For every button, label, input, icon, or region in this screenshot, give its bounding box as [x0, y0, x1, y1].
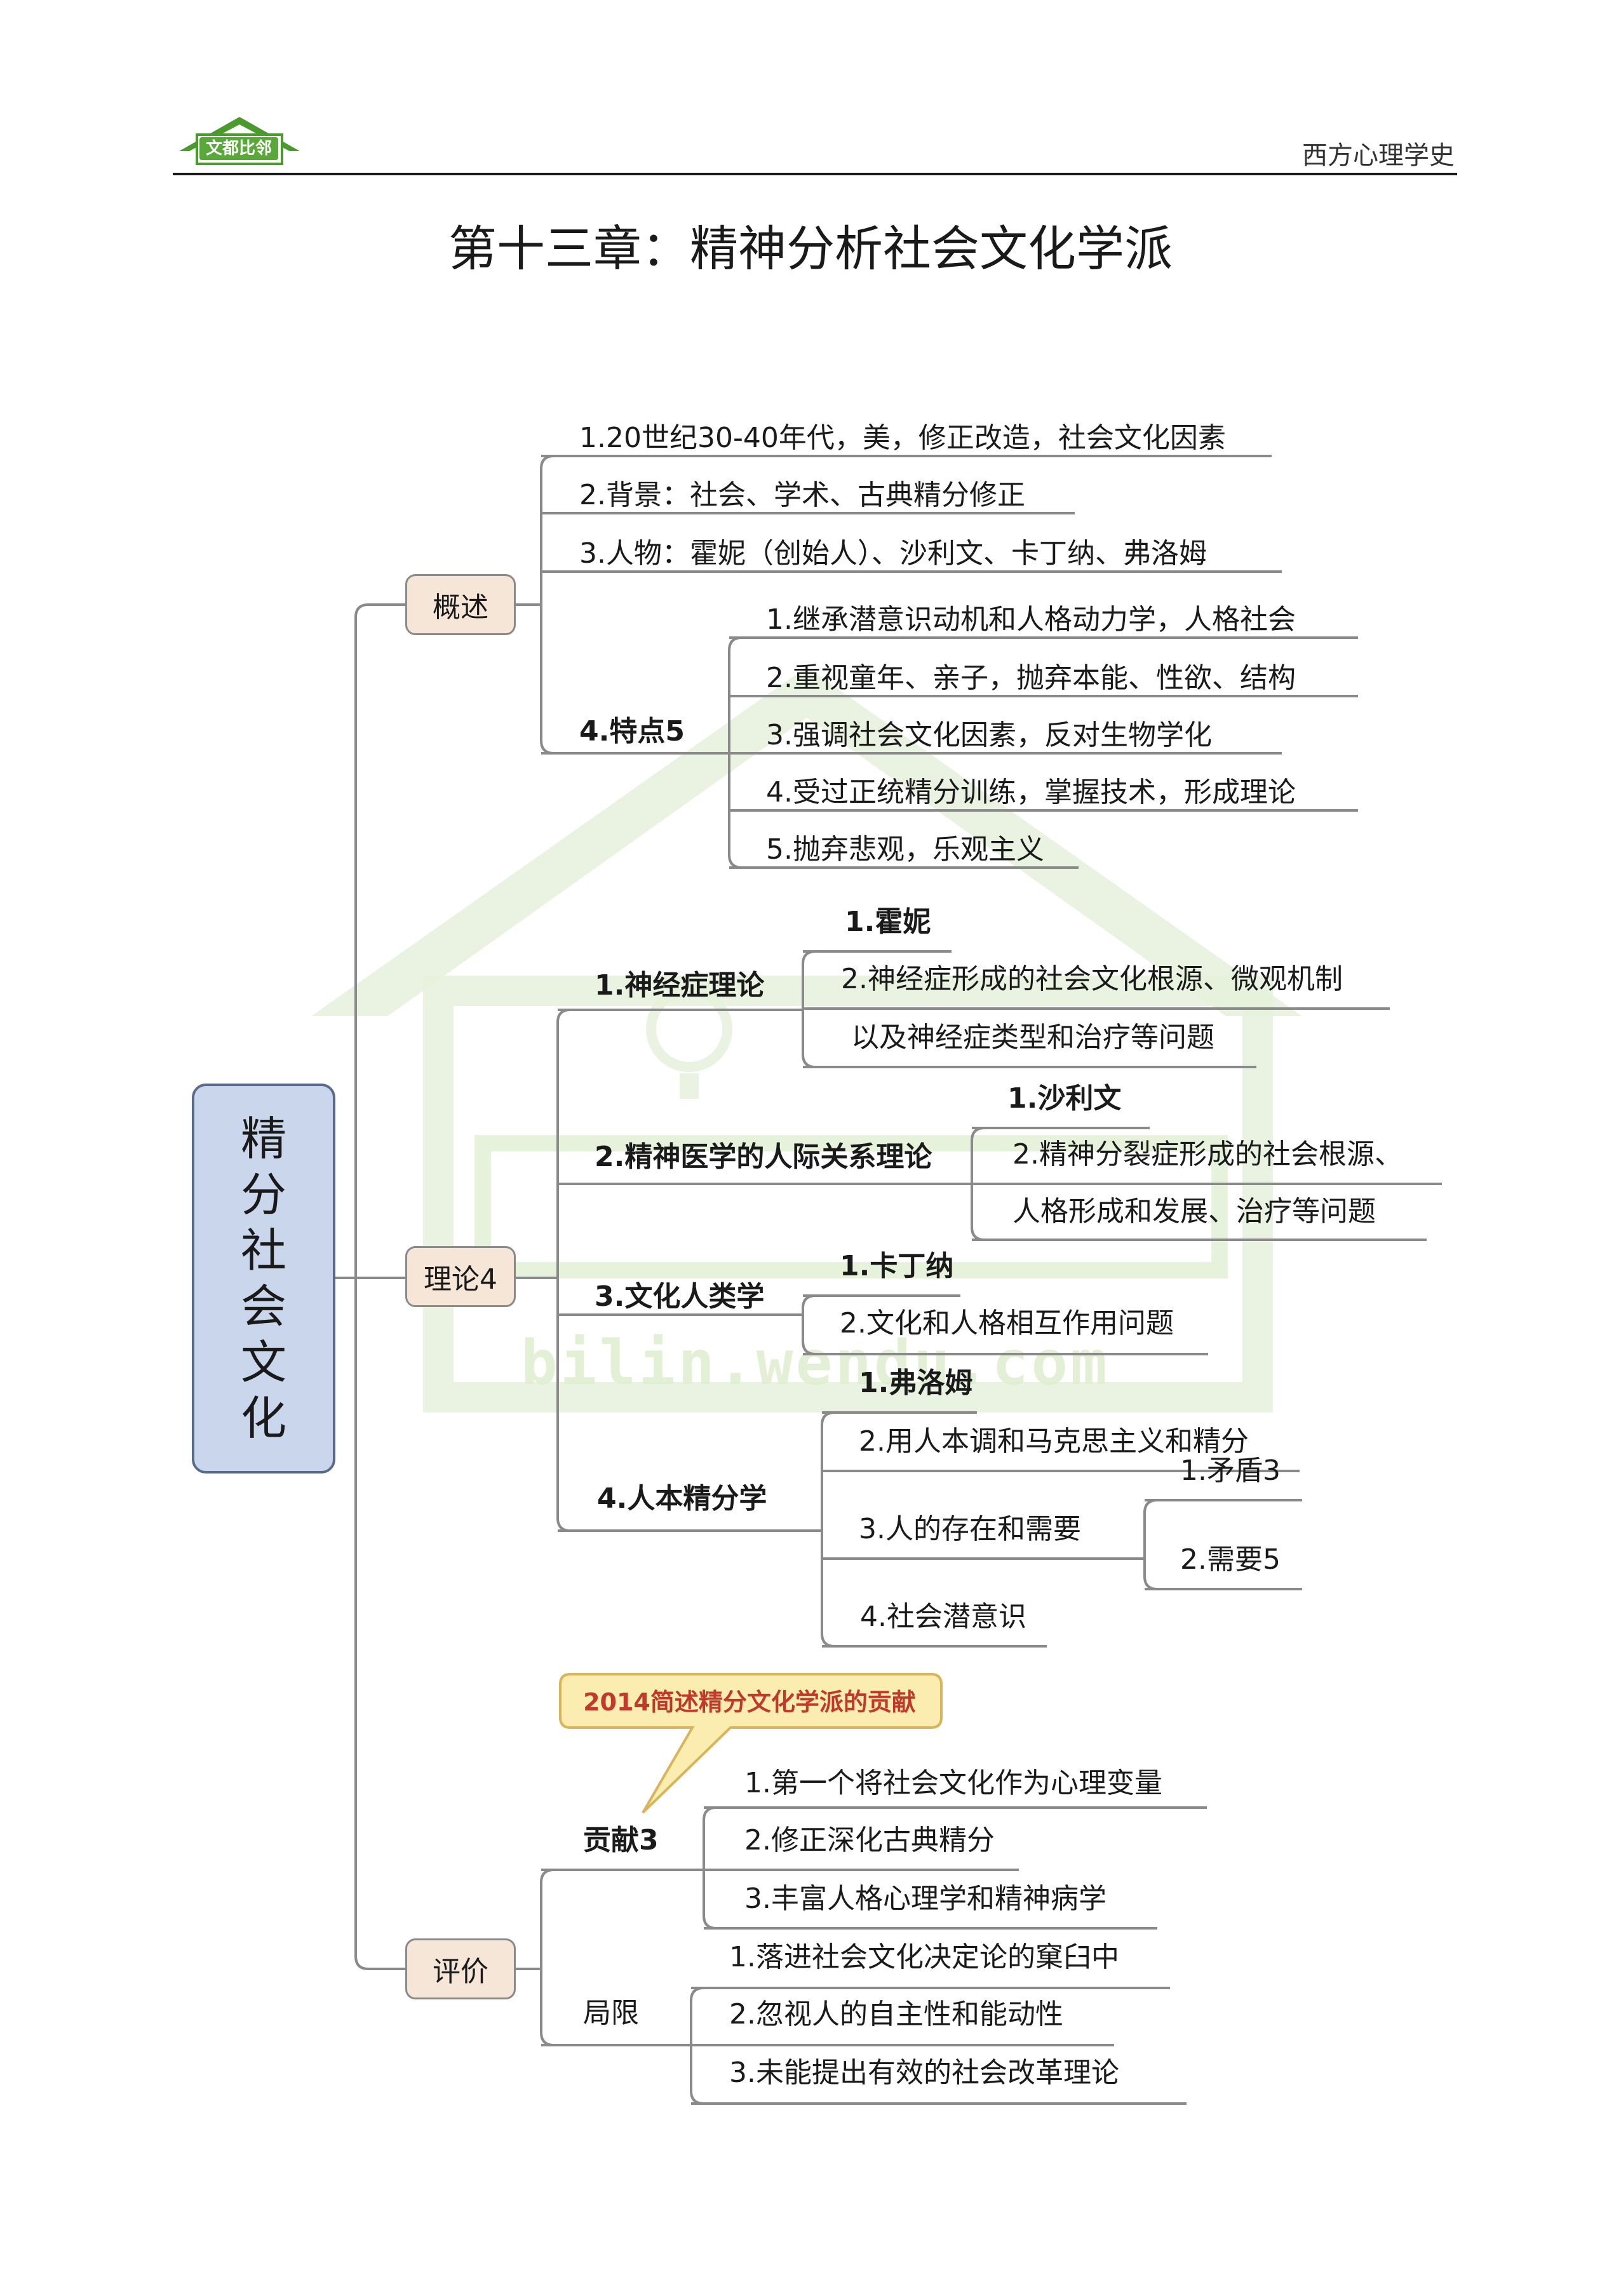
branch-overview: 概述	[405, 574, 516, 635]
root-node: 精 分 社 会 文 化	[192, 1084, 335, 1474]
callout-bubble	[559, 1673, 943, 1814]
feature-item: 2.重视童年、亲子，抛弃本能、性欲、结构	[766, 662, 1296, 694]
theory-humanistic-item: 2.用人本调和马克思主义和精分	[859, 1425, 1249, 1458]
watermark-url: bilin.wendu.com	[521, 1327, 1110, 1399]
theory-interpersonal-content: 2.精神分裂症形成的社会根源、	[1012, 1138, 1402, 1171]
limitation-item: 1.落进社会文化决定论的窠臼中	[729, 1941, 1119, 1973]
contribution-item: 3.丰富人格心理学和精神病学	[744, 1883, 1106, 1915]
theory-humanistic-subitem: 1.矛盾3	[1180, 1454, 1281, 1487]
exam-callout: 2014简述精分文化学派的贡献	[583, 1688, 916, 1716]
theory-humanistic-subitem: 2.需要5	[1180, 1543, 1281, 1576]
theory-neurosis-content: 以及神经症类型和治疗等问题	[851, 1021, 1214, 1054]
theory-neurosis-person: 1.霍妮	[845, 906, 931, 938]
overview-item: 3.人物：霍妮（创始人）、沙利文、卡丁纳、弗洛姆	[579, 537, 1207, 570]
feature-item: 1.继承潜意识动机和人格动力学，人格社会	[766, 603, 1296, 636]
theory-neurosis-content: 2.神经症形成的社会文化根源、微观机制	[841, 963, 1343, 995]
evaluation-limitation-label: 局限	[583, 1997, 639, 2029]
theory-anthropology-person: 1.卡丁纳	[840, 1250, 954, 1282]
feature-item: 5.抛弃悲观，乐观主义	[766, 833, 1044, 866]
root-char: 社	[240, 1224, 286, 1277]
root-char: 会	[240, 1280, 286, 1333]
limitation-item: 2.忽视人的自主性和能动性	[729, 1998, 1063, 2031]
contribution-item: 1.第一个将社会文化作为心理变量	[744, 1767, 1162, 1799]
overview-item: 2.背景：社会、学术、古典精分修正	[579, 479, 1025, 511]
contribution-item: 2.修正深化古典精分	[744, 1824, 995, 1856]
theory-humanistic-person: 1.弗洛姆	[859, 1367, 973, 1399]
chapter-title: 第十三章：精神分析社会文化学派	[448, 220, 1173, 277]
feature-item: 4.受过正统精分训练，掌握技术，形成理论	[766, 776, 1296, 809]
logo-text: 文都比邻	[199, 137, 278, 160]
root-char: 分	[240, 1168, 286, 1221]
theory-humanistic-item: 3.人的存在和需要	[859, 1513, 1081, 1545]
theory-interpersonal-label: 2.精神医学的人际关系理论	[595, 1141, 932, 1173]
overview-features-label: 4.特点5	[579, 715, 685, 748]
root-char: 文	[240, 1336, 286, 1389]
theory-humanistic-item: 4.社会潜意识	[860, 1601, 1026, 1633]
theory-interpersonal-content: 人格形成和发展、治疗等问题	[1012, 1195, 1376, 1228]
theory-anthropology-label: 3.文化人类学	[595, 1280, 765, 1313]
theory-neurosis-label: 1.神经症理论	[595, 969, 765, 1002]
header-divider	[173, 173, 1457, 175]
logo: 文都比邻	[173, 113, 306, 171]
theory-humanistic-label: 4.人本精分学	[597, 1482, 767, 1515]
branch-evaluation: 评价	[405, 1938, 516, 1999]
header-course-title: 西方心理学史	[1302, 141, 1455, 170]
branch-theory: 理论4	[405, 1246, 516, 1307]
evaluation-contribution-label: 贡献3	[583, 1824, 659, 1856]
theory-anthropology-content: 2.文化和人格相互作用问题	[840, 1307, 1174, 1339]
limitation-item: 3.未能提出有效的社会改革理论	[729, 2057, 1119, 2089]
theory-interpersonal-person: 1.沙利文	[1007, 1082, 1122, 1115]
root-char: 精	[240, 1112, 286, 1165]
root-char: 化	[240, 1392, 286, 1445]
feature-item: 3.强调社会文化因素，反对生物学化	[766, 719, 1212, 751]
overview-item: 1.20世纪30-40年代，美，修正改造，社会文化因素	[579, 422, 1226, 454]
